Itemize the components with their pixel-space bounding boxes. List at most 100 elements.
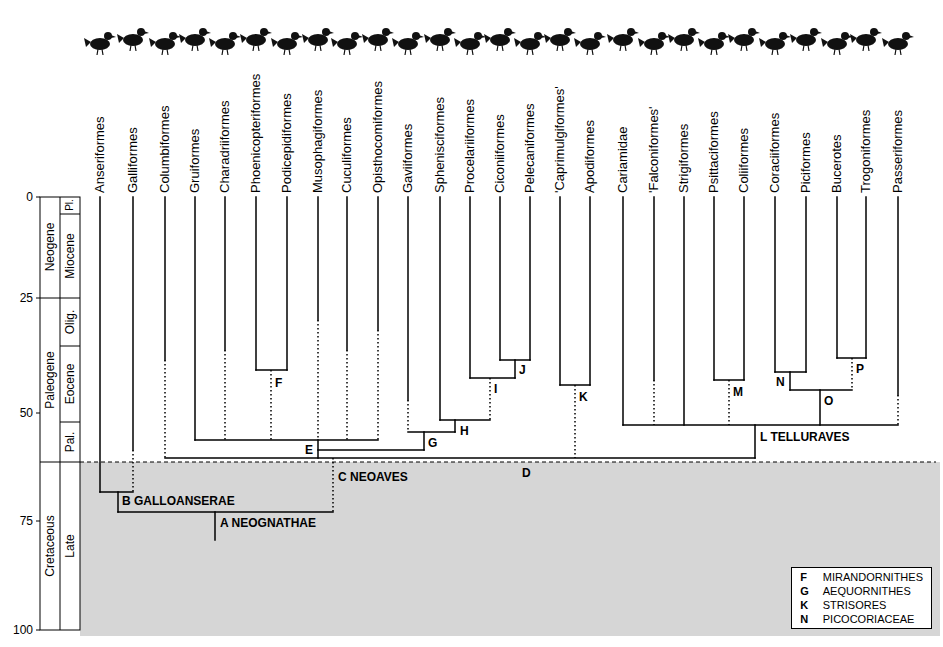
clade-label: D (522, 466, 531, 480)
silhouette-head (291, 32, 299, 40)
bird-silhouette (544, 28, 576, 51)
branch-line (897, 197, 899, 395)
silhouette-tail (514, 38, 521, 47)
taxon-label: Trogoniformes (858, 110, 874, 193)
timescale-label: Pal. (64, 432, 76, 453)
silhouette-tail (790, 34, 797, 43)
timescale-label: Olig. (64, 310, 76, 335)
bird-silhouette (850, 28, 882, 51)
bird-silhouette (514, 32, 546, 55)
silhouette-legs (741, 45, 747, 51)
silhouette-tail (149, 38, 156, 47)
silhouette-tail (698, 38, 705, 47)
branch-line (132, 197, 134, 450)
branch-line (805, 197, 807, 372)
axis-tick-label: 75 (0, 513, 33, 529)
branch-line (754, 425, 756, 458)
silhouette-beak (601, 35, 606, 38)
silhouette-tail (454, 38, 461, 47)
clade-label: F (275, 376, 282, 390)
epoch-boundary (60, 422, 80, 423)
silhouette-tail (574, 38, 581, 47)
silhouette-legs (527, 49, 533, 55)
branch-line (454, 420, 456, 432)
bird-silhouette (759, 32, 791, 55)
bird-silhouette (574, 32, 606, 55)
branch-line-uncertain (346, 350, 348, 440)
bird-silhouette (728, 28, 760, 51)
silhouette-legs (253, 45, 259, 51)
silhouette-tail (302, 34, 309, 43)
branch-line (743, 197, 745, 380)
silhouette-beak (817, 31, 822, 34)
clade-name: PICOCORIACEAE (823, 612, 923, 626)
taxon-label: Pelecaniformes (522, 103, 538, 193)
branch-line (713, 197, 715, 380)
branch-line-uncertain (407, 400, 409, 432)
timescale-column (40, 197, 80, 630)
taxon-label: 'Falconiformes' (646, 106, 662, 193)
taxon-label: Cuculiformes (339, 117, 355, 193)
silhouette-head (688, 28, 696, 36)
timescale-label: Eocene (64, 364, 76, 405)
branch-line-uncertain (574, 385, 576, 458)
taxon-label: Opisthocomiformes (370, 81, 386, 193)
branch-line (589, 197, 591, 385)
timescale-label: Paleogene (44, 351, 56, 408)
branch-line (377, 197, 379, 330)
silhouette-beak (298, 35, 303, 38)
silhouette-head (104, 32, 112, 40)
bird-silhouette (84, 32, 116, 55)
silhouette-tail (850, 34, 857, 43)
bird-silhouette (424, 28, 456, 51)
bird-silhouette (484, 28, 516, 51)
timescale-label: Cretaceous (44, 515, 56, 576)
clade-label: O (824, 394, 833, 408)
branch-line-uncertain (728, 380, 730, 425)
silhouette-legs (467, 49, 473, 55)
silhouette-beak (267, 31, 272, 34)
bird-silhouette (331, 32, 363, 55)
branch-line (407, 197, 409, 400)
silhouette-tail (84, 38, 91, 47)
taxon-label: Bucerotes (829, 134, 845, 193)
clade-letter: K (800, 598, 809, 612)
branch-line (559, 197, 561, 385)
silhouette-head (260, 28, 268, 36)
silhouette-head (658, 32, 666, 40)
silhouette-head (474, 32, 482, 40)
axis-tick-label: 25 (0, 290, 33, 306)
silhouette-beak (511, 31, 516, 34)
bird-silhouette (698, 32, 730, 55)
bird-silhouette (607, 28, 639, 51)
silhouette-tail (209, 38, 216, 47)
clade-label: N (776, 375, 785, 389)
silhouette-tail (240, 34, 247, 43)
branch-line-uncertain (132, 450, 134, 492)
taxon-label: Galliformes (125, 127, 141, 193)
silhouette-beak (206, 31, 211, 34)
silhouette-head (229, 32, 237, 40)
clade-label: B GALLOANSERAE (122, 494, 235, 508)
clade-label: M (733, 385, 743, 399)
axis-tick-label: 100 (0, 622, 33, 638)
silhouette-legs (192, 45, 198, 51)
silhouette-tail (544, 34, 551, 43)
branch-line (790, 389, 852, 391)
silhouette-head (351, 32, 359, 40)
bird-silhouette (821, 32, 853, 55)
branch-line (439, 197, 441, 420)
silhouette-tail (882, 38, 889, 47)
epoch-boundary (60, 214, 80, 215)
silhouette-tail (728, 34, 735, 43)
timescale-divider (60, 197, 61, 630)
silhouette-legs (315, 45, 321, 51)
silhouette-legs (651, 49, 657, 55)
branch-line (195, 439, 378, 441)
branch-line (317, 440, 319, 458)
period-boundary (40, 462, 80, 463)
clade-letter: F (800, 570, 809, 584)
